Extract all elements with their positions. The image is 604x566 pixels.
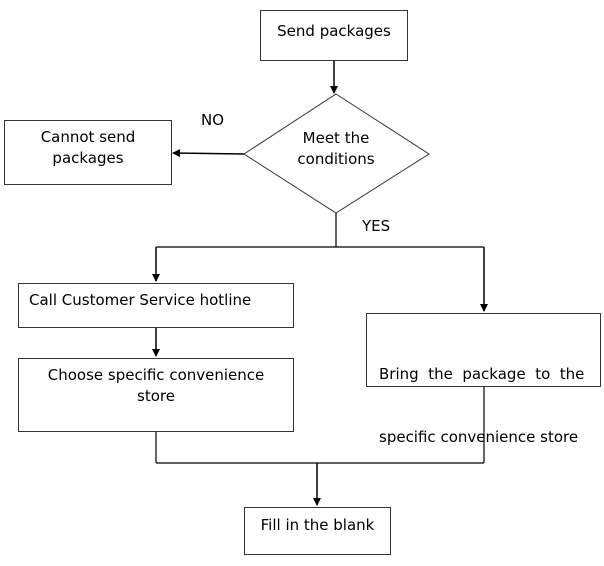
node-call-hotline-label: Call Customer Service hotline — [29, 291, 252, 309]
node-call-hotline: Call Customer Service hotline — [18, 283, 294, 328]
decision-text-line1: Meet the — [302, 129, 370, 147]
node-choose-store: Choose specific convenience store — [18, 358, 294, 432]
arrow-decision-to-cannot — [172, 149, 245, 158]
node-send-packages-label: Send packages — [277, 22, 391, 40]
node-bring-package-line1: Bring the package to the — [379, 365, 585, 383]
node-cannot-send: Cannot send packages — [4, 120, 172, 185]
node-cannot-send-line2: packages — [52, 149, 124, 167]
decision-text-line2: conditions — [297, 150, 375, 168]
node-fill-blank: Fill in the blank — [244, 507, 391, 555]
edge-label-yes: YES — [362, 217, 391, 235]
node-bring-package: Bring the package to the specific conven… — [366, 313, 601, 446]
node-fill-blank-label: Fill in the blank — [260, 516, 375, 534]
node-cannot-send-line1: Cannot send — [40, 128, 136, 146]
node-choose-store-line2: store — [137, 387, 175, 405]
node-send-packages: Send packages — [260, 10, 408, 61]
decision-text: Meet the conditions — [276, 128, 396, 170]
node-choose-store-line1: Choose specific convenience — [47, 366, 265, 384]
node-bring-package-line2: specific convenience store — [379, 428, 579, 446]
edge-label-no: NO — [201, 111, 225, 129]
